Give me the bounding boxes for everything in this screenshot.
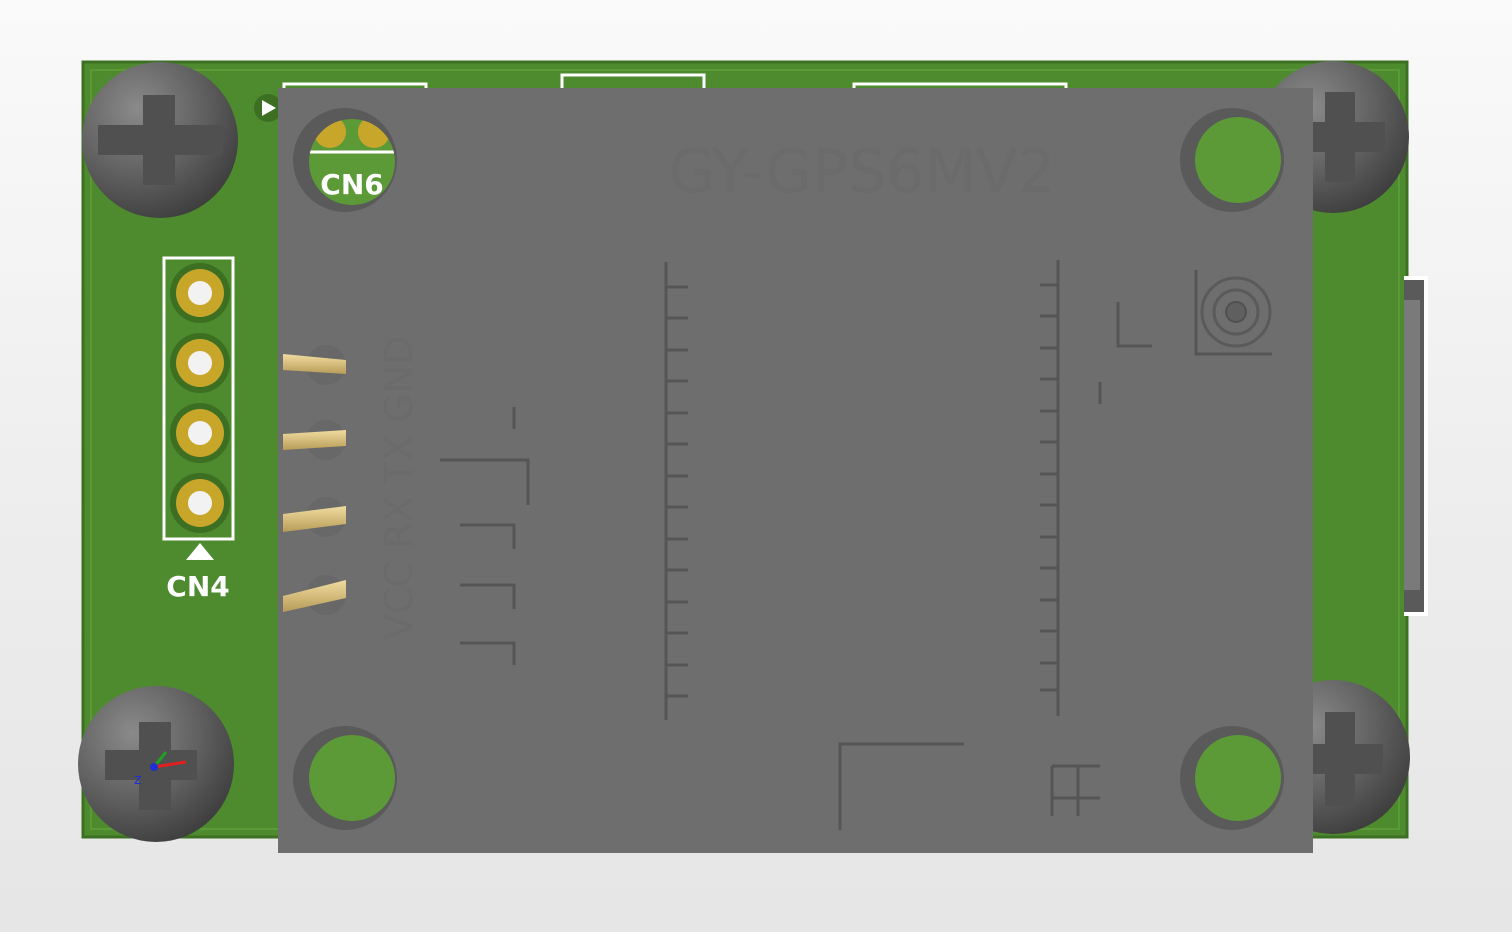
screw-top-left [82, 62, 238, 218]
right-pad-ridges [1040, 260, 1060, 716]
cn4-header: CN4 [162, 256, 235, 603]
module-model-label: GY-GPS6MV2 [669, 137, 1056, 207]
pin1-marker [186, 543, 214, 560]
header-pin-2 [283, 420, 346, 460]
axis-triad: z [134, 751, 187, 788]
edge-connector [1404, 276, 1428, 616]
cn4-pad-2 [170, 333, 230, 393]
x-axis-line [153, 760, 187, 769]
hole-bottom-right [1180, 726, 1284, 830]
hole-bottom-left [293, 726, 397, 830]
gps-module-enclosure: CN6 GY-GPS6MV2 VCC RX TX GND [278, 88, 1313, 853]
header-pin-4 [283, 575, 346, 615]
z-axis-dot [150, 763, 158, 771]
cn4-pad-4 [170, 473, 230, 533]
cn6-label: CN6 [320, 168, 383, 201]
left-pad-ridges [664, 262, 688, 720]
z-axis-label: z [134, 772, 141, 788]
cn4-label: CN4 [166, 570, 229, 603]
antenna-connector [1200, 276, 1272, 348]
header-pin-1 [283, 345, 346, 385]
header-pin-3 [283, 497, 346, 537]
hole-top-right [1180, 108, 1284, 212]
cn4-pad-1 [170, 263, 230, 323]
header-pins [283, 345, 346, 615]
component-outlines [440, 270, 1272, 830]
pin-labels: VCC RX TX GND [377, 336, 421, 640]
cn4-pad-3 [170, 403, 230, 463]
hole-top-left: CN6 [293, 108, 397, 212]
